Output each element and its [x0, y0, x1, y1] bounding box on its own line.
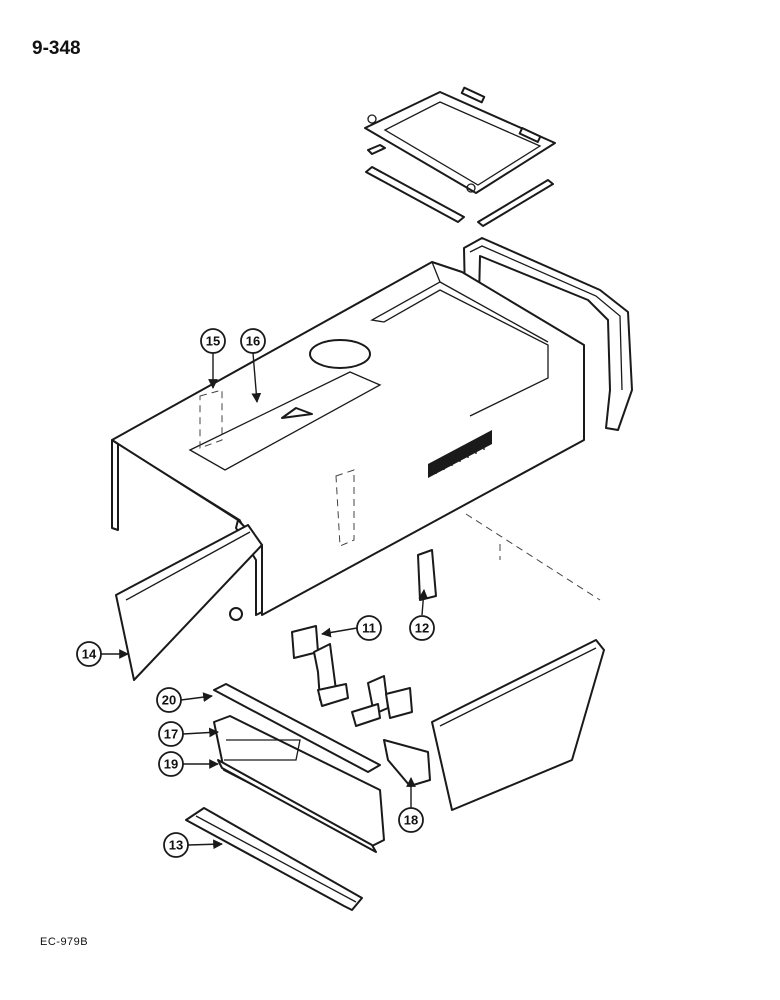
callout-18: 18 — [398, 777, 424, 833]
hinge-brackets — [291, 549, 437, 727]
svg-text:14: 14 — [82, 647, 97, 662]
svg-text:17: 17 — [164, 727, 178, 742]
svg-text:12: 12 — [415, 621, 429, 636]
svg-text:20: 20 — [162, 693, 176, 708]
right-side-panel — [431, 639, 605, 811]
svg-text:15: 15 — [206, 334, 220, 349]
hood-side-louvres — [428, 430, 492, 478]
support-seal-strip — [217, 759, 377, 853]
front-seal-strip — [213, 683, 381, 773]
bracket-18 — [383, 739, 431, 787]
left-side-panel — [115, 524, 263, 681]
callout-11: 11 — [321, 615, 382, 641]
callout-14: 14 — [76, 641, 129, 667]
figure-code: EC-979B — [40, 936, 89, 948]
top-access-panel — [364, 86, 556, 194]
panel-seal-strips — [365, 144, 554, 227]
callout-13: 13 — [163, 832, 223, 858]
bottom-rail — [185, 807, 363, 911]
callout-16: 16 — [240, 328, 266, 403]
callout-20: 20 — [156, 687, 213, 713]
callout-15: 15 — [200, 328, 226, 389]
page-number: 9-348 — [32, 38, 81, 59]
svg-text:19: 19 — [164, 757, 178, 772]
callout-12: 12 — [409, 589, 435, 641]
callout-17: 17 — [158, 721, 219, 747]
svg-text:18: 18 — [404, 813, 418, 828]
svg-text:11: 11 — [362, 621, 376, 636]
svg-text:16: 16 — [246, 334, 260, 349]
callout-19: 19 — [158, 751, 219, 777]
svg-text:13: 13 — [169, 838, 183, 853]
